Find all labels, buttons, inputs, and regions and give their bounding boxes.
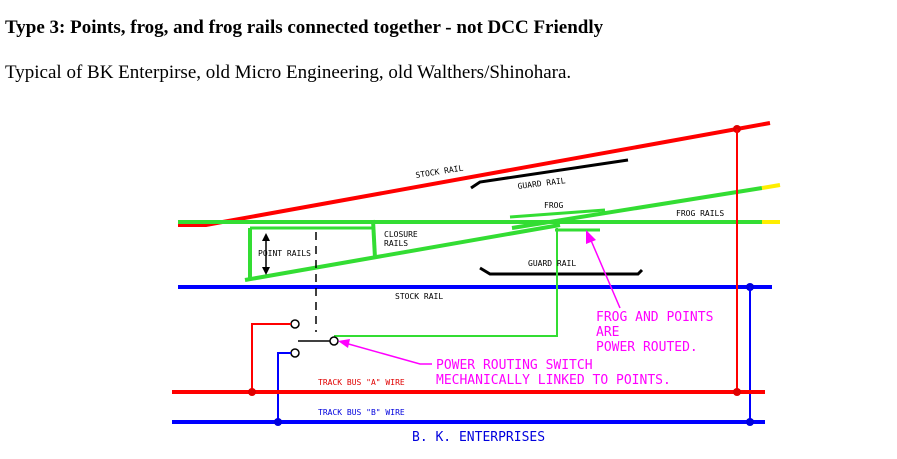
bus-a-junction-right [733,388,741,396]
label-frog-note-1: FROG AND POINTS [596,310,713,325]
label-frog: FROG [544,201,563,210]
frog-note-arrow [589,237,621,309]
switch-terminal-a [290,319,300,329]
bus-b-junction-left [274,418,282,426]
insulated-tip-diverging [761,183,781,190]
bus-b-junction-right [746,418,754,426]
guard-rail-bottom [479,266,644,276]
label-stock-rail-top: STOCK RAIL [415,164,464,180]
bus-a-junction-left [248,388,256,396]
bus-a-feed-to-switch [251,323,291,392]
switch-terminal-b [290,348,300,358]
switch-note-arrow [344,342,432,365]
label-closure-rails-1: CLOSURE [384,230,418,239]
label-bus-b: TRACK BUS "B" WIRE [318,408,405,417]
label-guard-rail-bottom: GUARD RAIL [528,259,576,268]
frog-note-arrowhead [586,230,596,244]
label-frog-note-2: ARE [596,325,619,340]
label-closure-rails-2: RAILS [384,239,408,248]
label-credit: B. K. ENTERPRISES [412,430,545,445]
point-rail-right [371,219,377,259]
closure-rail-diverging [244,223,561,282]
frog-feed-wire [334,228,558,337]
label-point-rails: POINT RAILS [258,249,311,258]
bus-b-feed-to-switch [277,352,291,422]
switch-note-arrowhead [338,339,350,348]
throw-arrow-head-down [262,267,270,275]
label-stock-rail-bottom: STOCK RAIL [395,292,443,301]
label-frog-note-3: POWER ROUTED. [596,340,698,355]
frog-wing [509,208,606,219]
throw-arrow-head-up [262,233,270,241]
intro-text: Typical of BK Enterpirse, old Micro Engi… [5,62,572,83]
label-switch-note-1: POWER ROUTING SWITCH [436,358,593,373]
switch-common [329,336,339,346]
label-guard-rail-top: GUARD RAIL [517,176,566,191]
label-bus-a: TRACK BUS "A" WIRE [318,378,405,387]
guard-rail-top [470,158,629,190]
page-heading: Type 3: Points, frog, and frog rails con… [5,17,604,38]
label-switch-note-2: MECHANICALLY LINKED TO POINTS. [436,373,671,388]
stock-rail-top [178,121,771,227]
label-frog-rails: FROG RAILS [676,209,724,218]
